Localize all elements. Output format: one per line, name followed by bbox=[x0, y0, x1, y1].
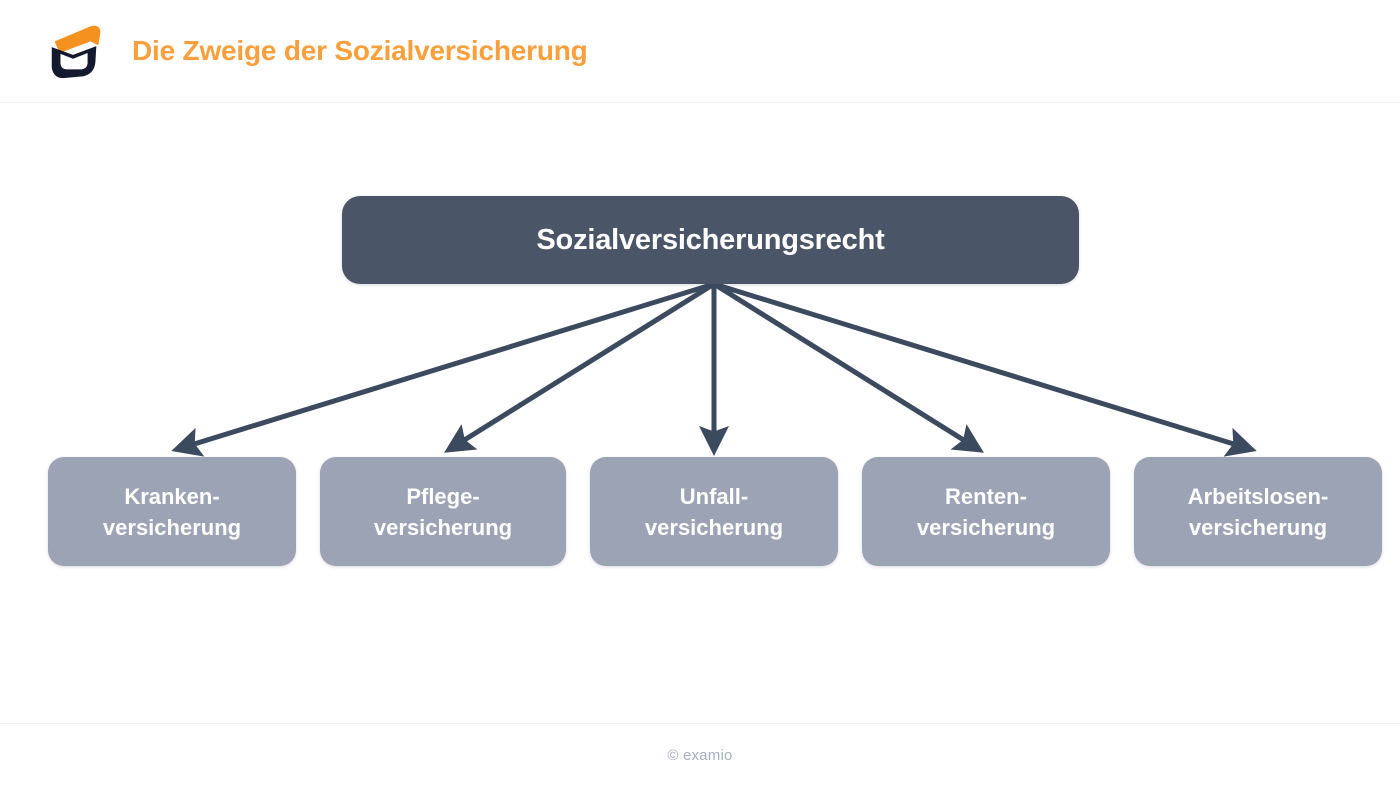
edge-to-pflegeversicherung bbox=[444, 281, 716, 453]
page-title: Die Zweige der Sozialversicherung bbox=[132, 35, 588, 66]
edge-to-rentenversicherung bbox=[712, 281, 984, 453]
node-label-line-1: Kranken- bbox=[124, 483, 220, 509]
node-krankenversicherung[interactable]: Kranken- versicherung bbox=[48, 457, 296, 566]
node-arbeitslosenversicherung[interactable]: Arbeitslosen- versicherung bbox=[1134, 457, 1382, 566]
node-child-label: Kranken- versicherung bbox=[103, 481, 241, 543]
node-child-label: Unfall- versicherung bbox=[645, 481, 783, 543]
node-label-line-2: versicherung bbox=[1188, 514, 1328, 540]
node-sozialversicherungsrecht[interactable]: Sozialversicherungsrecht bbox=[342, 196, 1079, 284]
footer-bar: © examio bbox=[0, 723, 1400, 787]
node-label-line-1: Unfall- bbox=[679, 483, 749, 509]
diagram-canvas: Sozialversicherungsrecht Kranken- versic… bbox=[0, 103, 1400, 723]
node-label-line-2: versicherung bbox=[102, 514, 242, 540]
copyright-text: © examio bbox=[667, 747, 733, 764]
node-label-line-1: Arbeitslosen- bbox=[1187, 483, 1329, 509]
header-bar: Die Zweige der Sozialversicherung bbox=[0, 0, 1400, 103]
node-label-line-1: Pflege- bbox=[406, 483, 480, 509]
node-rentenversicherung[interactable]: Renten- versicherung bbox=[862, 457, 1110, 566]
node-child-label: Pflege- versicherung bbox=[374, 481, 512, 543]
examio-logo-icon bbox=[51, 25, 101, 79]
node-root-label: Sozialversicherungsrecht bbox=[536, 223, 885, 256]
node-unfallversicherung[interactable]: Unfall- versicherung bbox=[590, 457, 838, 566]
edge-to-arbeitslosenversicherung bbox=[713, 281, 1257, 457]
node-child-label: Arbeitslosen- versicherung bbox=[1188, 481, 1329, 543]
node-child-label: Renten- versicherung bbox=[917, 481, 1055, 543]
edge-to-krankenversicherung bbox=[171, 281, 715, 457]
node-label-line-2: versicherung bbox=[916, 514, 1056, 540]
node-pflegeversicherung[interactable]: Pflege- versicherung bbox=[320, 457, 566, 566]
node-label-line-1: Renten- bbox=[945, 483, 1027, 509]
node-label-line-2: versicherung bbox=[644, 514, 784, 540]
node-label-line-2: versicherung bbox=[373, 514, 513, 540]
